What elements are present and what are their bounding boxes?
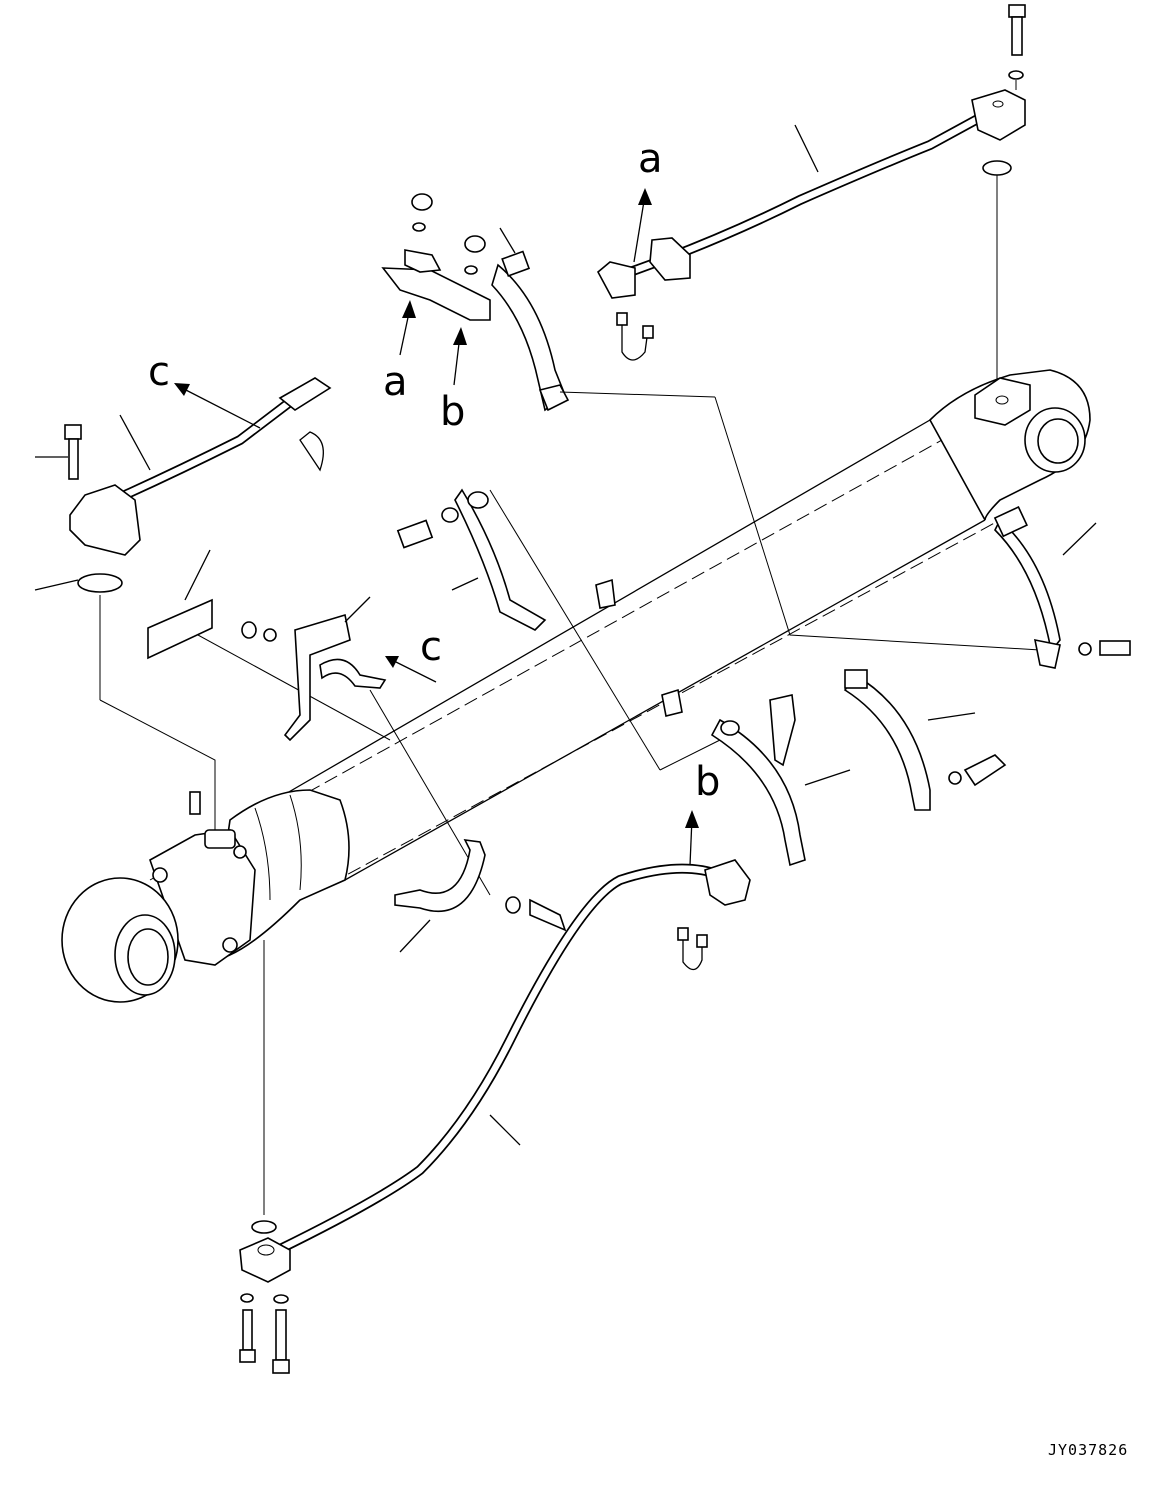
callout-a-bracket: a — [383, 359, 408, 405]
callout-b-bottom: b — [695, 759, 720, 805]
flange-bolts-bottom — [239, 1293, 290, 1374]
band-clamp-center — [396, 488, 721, 771]
sensor-hose-assembly — [34, 377, 332, 830]
band-clamp-right-lower — [843, 669, 1007, 811]
callout-c-clamp: c — [420, 624, 442, 670]
band-clamp-lower-left — [394, 839, 567, 953]
small-tab-center — [595, 578, 683, 717]
flange-bolt-top — [982, 4, 1026, 380]
bracket-assembly-top — [381, 193, 1041, 651]
tape — [147, 549, 391, 741]
lower-pipe — [239, 859, 751, 1283]
band-clamp-right-upper — [993, 505, 1131, 669]
upper-pipe — [596, 89, 1026, 299]
callout-c-hose: c — [148, 349, 170, 395]
hydraulic-cylinder — [61, 369, 1091, 1003]
callout-a-top: a — [638, 136, 663, 182]
callout-b-bracket: b — [440, 389, 465, 435]
band-clamp-middle-lower — [710, 694, 851, 867]
drawing-code: JY037826 — [1048, 1441, 1128, 1459]
hose-clip-top — [616, 312, 654, 361]
hose-clip-bottom — [677, 927, 708, 971]
